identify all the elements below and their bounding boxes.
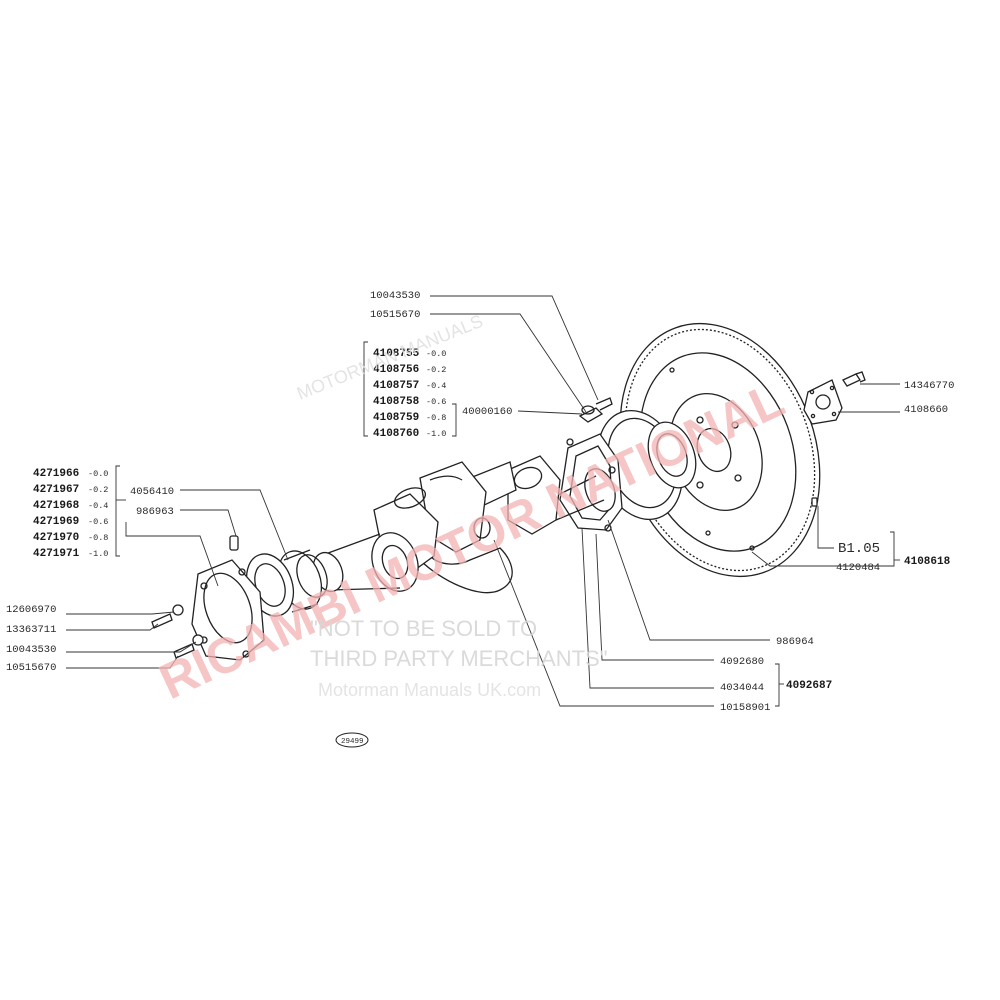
watermark-grey-line3: Motorman Manuals UK.com [318,680,541,700]
label-top-washer: 10515670 [370,309,420,321]
label-thrust-washer-6: 4271971 [33,548,80,560]
size-thrust-washer-4: -0.6 [88,517,108,527]
label-rear-pin: 986964 [776,636,814,648]
label-fastener-4: 10515670 [6,662,56,674]
size-main-bearing-1: -0.0 [426,349,446,359]
label-bearing-bracket: 40000160 [462,406,512,418]
size-thrust-washer-3: -0.4 [88,501,108,511]
size-thrust-washer-6: -1.0 [88,549,108,559]
label-thrust-washer-1: 4271966 [33,468,79,480]
size-main-bearing-5: -0.8 [426,413,446,423]
label-rear-gasket: 4034044 [720,682,764,694]
size-main-bearing-3: -0.4 [426,381,446,391]
size-thrust-washer-1: -0.0 [88,469,108,479]
size-main-bearing-4: -0.6 [426,397,446,407]
label-ring-gear: 4120484 [836,562,880,574]
label-main-bearing-1: 4108755 [373,348,420,360]
flywheel-plate [803,379,843,425]
label-flywheel-bolt: 14346770 [904,380,954,392]
figure-number: 29499 [341,738,364,746]
size-thrust-washer-5: -0.8 [88,533,108,543]
label-front-bush: 4056410 [130,486,174,498]
label-thrust-washer-4: 4271969 [33,516,79,528]
label-thrust-washer-2: 4271967 [33,484,79,496]
size-main-bearing-2: -0.2 [426,365,446,375]
label-flywheel: 4108618 [904,556,951,568]
leader-lines [66,295,900,707]
label-main-bearing-5: 4108759 [373,412,419,424]
flywheel-dowel [811,497,818,507]
size-thrust-washer-2: -0.2 [88,485,108,495]
flywheel-bolt [842,371,866,387]
part-labels: 10043530 10515670 4108755 -0.0 4108756 -… [6,290,954,748]
label-fastener-3: 10043530 [6,644,56,656]
label-main-bearing-2: 4108756 [373,364,419,376]
label-rear-assembly: 4092687 [786,680,832,692]
label-main-bearing-4: 4108758 [373,396,420,408]
figure-number-badge: 29499 [335,732,369,748]
label-flywheel-plate: 4108660 [904,404,948,416]
main-bearing-shell [578,397,613,423]
label-front-pin: 986963 [136,506,174,518]
size-main-bearing-6: -1.0 [426,429,446,439]
label-thrust-washer-3: 4271968 [33,500,80,512]
label-seal-holder: 4092680 [720,656,764,668]
label-main-bearing-6: 4108760 [373,428,419,440]
label-main-bearing-3: 4108757 [373,380,419,392]
front-pin [229,535,239,551]
callout-badge: B1.05 [838,541,880,557]
label-top-bolt: 10043530 [370,290,420,302]
watermark-grey-line2: THIRD PARTY MERCHANTS" [310,646,608,671]
label-fastener-2: 13363711 [6,624,56,636]
crankshaft [312,455,616,594]
label-fastener-1: 12606970 [6,604,56,616]
label-thrust-washer-5: 4271970 [33,532,79,544]
label-rear-screw: 10158901 [720,702,770,714]
front-thrust-washer [191,559,265,661]
watermark-grey-line1: "NOT TO BE SOLD TO [310,616,537,641]
